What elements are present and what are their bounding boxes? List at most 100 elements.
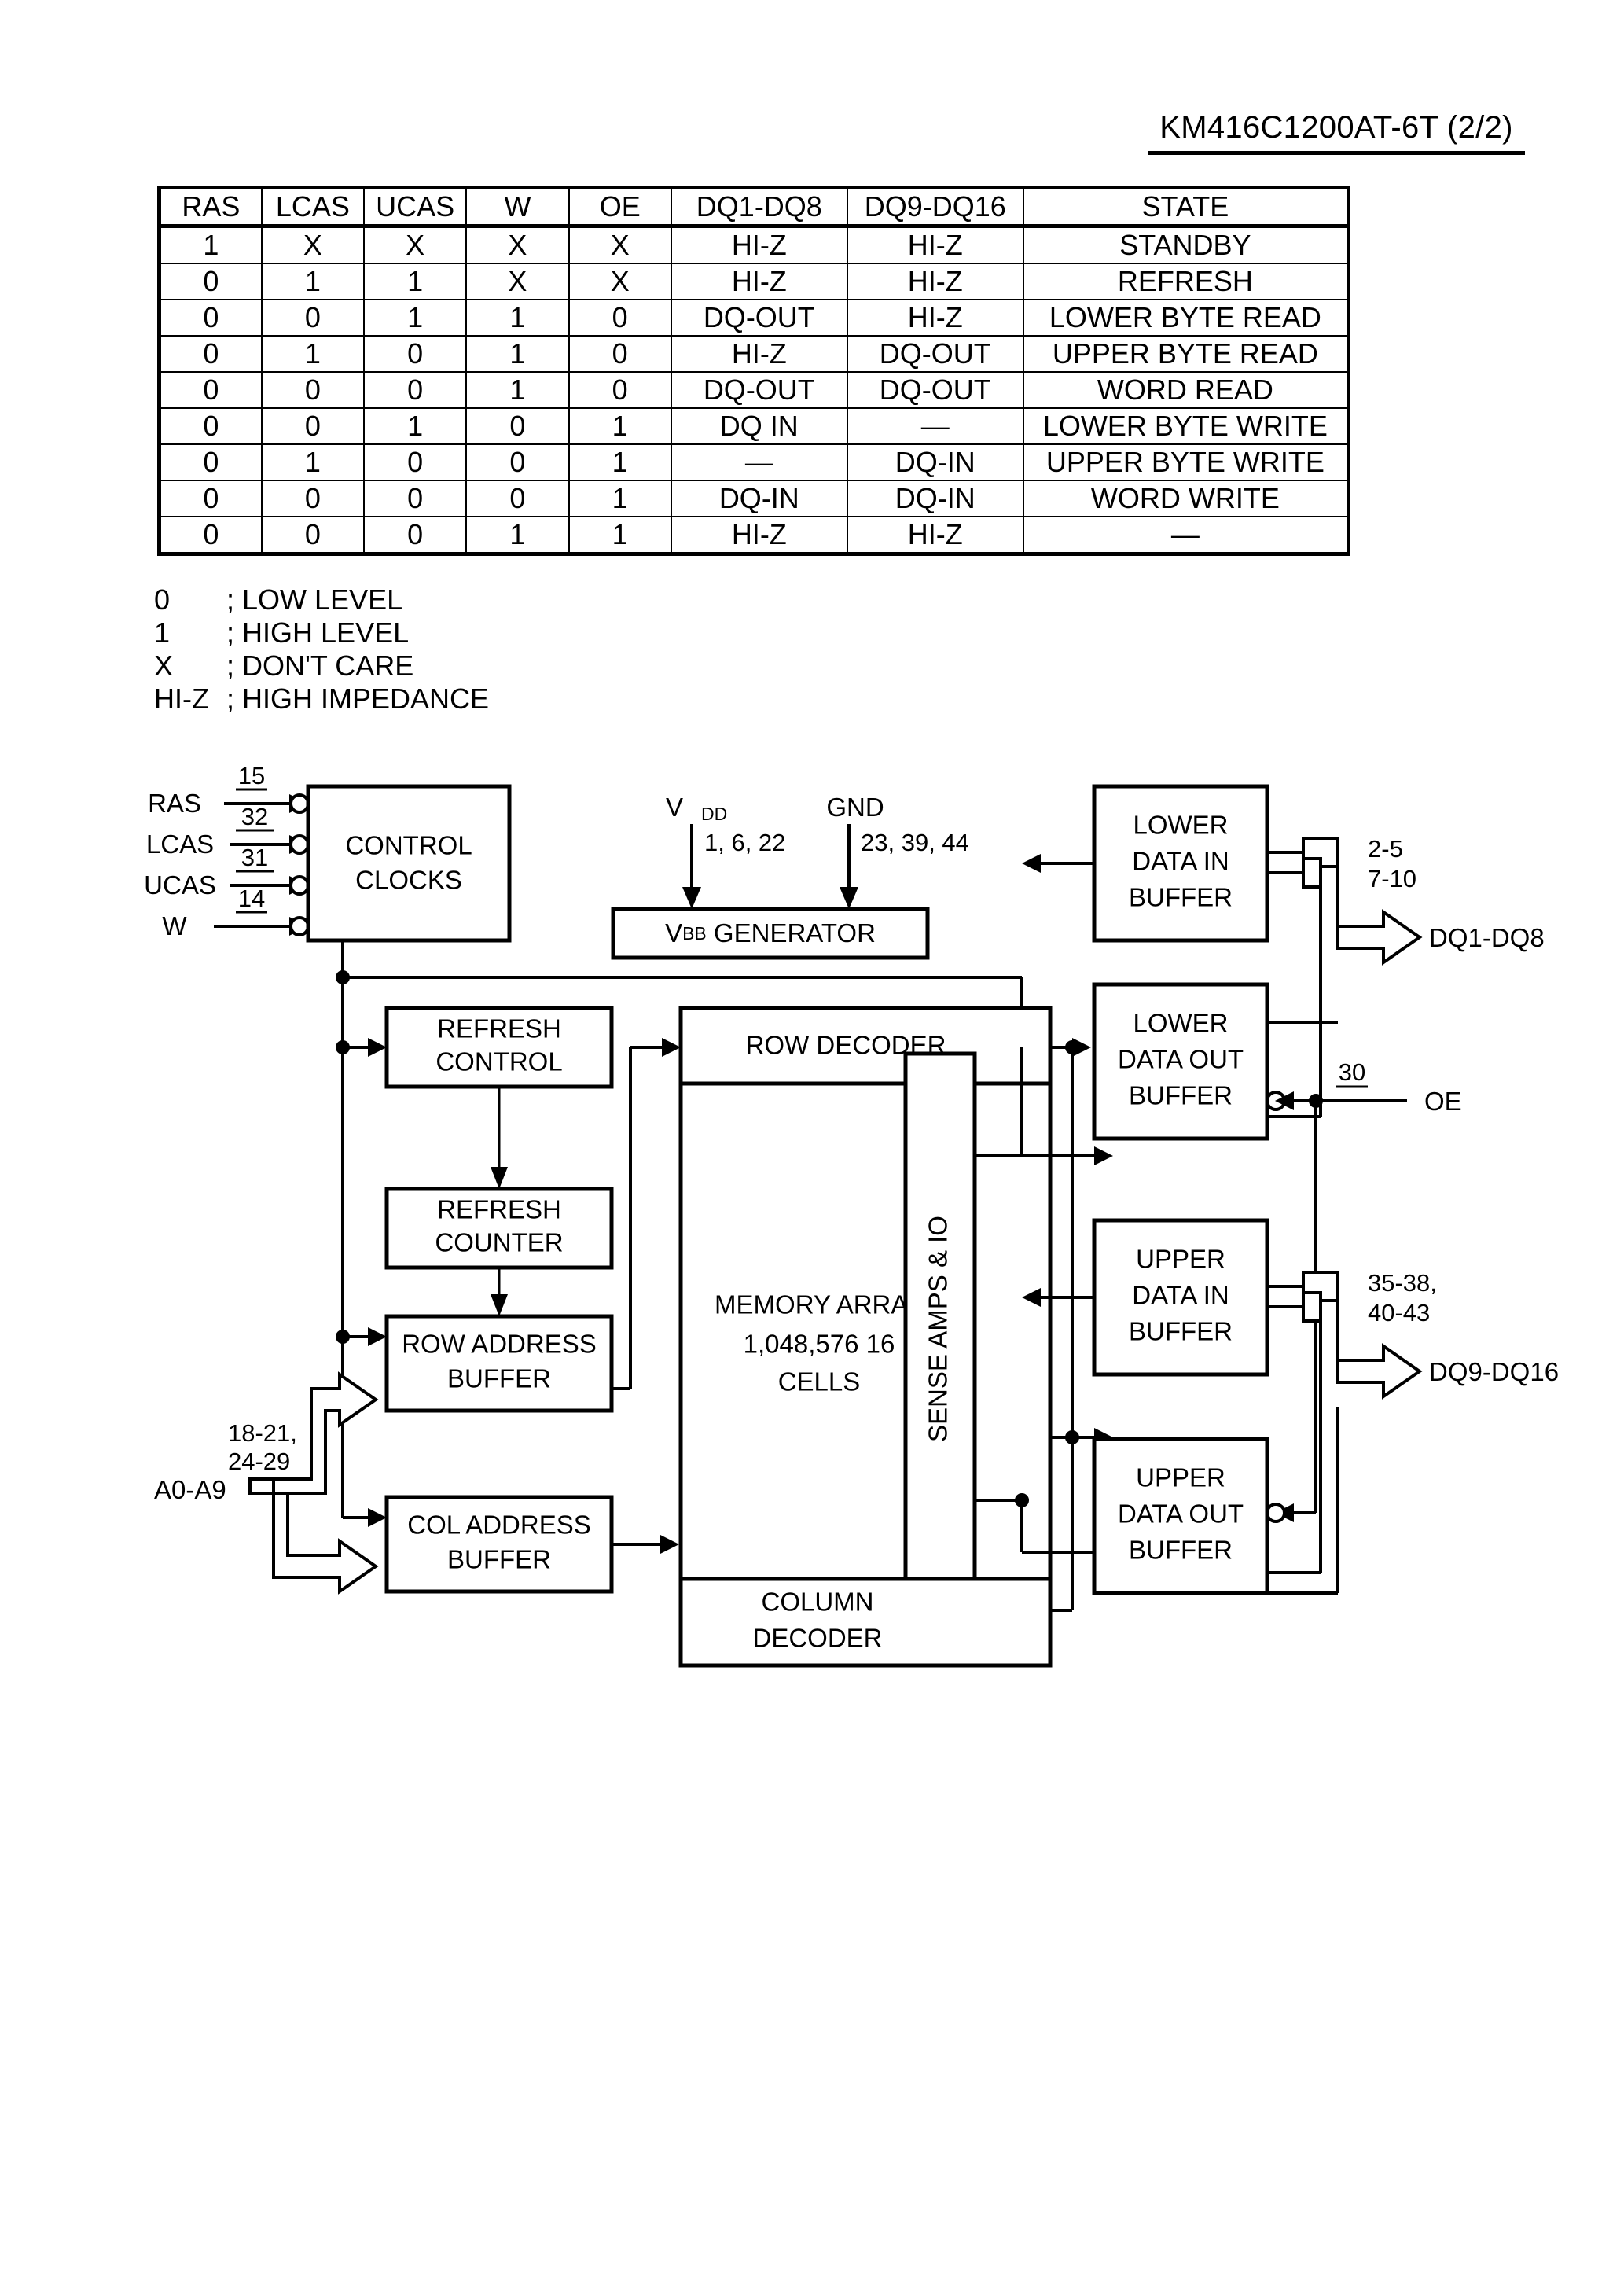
cell-ucas: 1: [363, 407, 468, 445]
cell-dq1-dq8: DQ-OUT: [670, 299, 848, 337]
cell-dq1-dq8: DQ-IN: [670, 480, 848, 517]
signal-label-w: W: [162, 911, 187, 940]
cell-ras: 0: [156, 407, 263, 445]
column-header-state: STATE: [1022, 186, 1350, 228]
block-label-lower-data-out-line2: DATA OUT: [1118, 1045, 1244, 1074]
signal-label-vdd-subscript: DD: [701, 804, 727, 824]
block-lower-data-out-buffer: [1092, 982, 1269, 1141]
block-row-address-buffer: [384, 1314, 614, 1413]
block-label-control-clocks-line2: CLOCKS: [355, 866, 462, 895]
cell-lcas: 0: [260, 299, 366, 337]
table-row: 1 X X X X HI-Z HI-Z STANDBY: [156, 225, 1350, 264]
cell-dq1-dq8: —: [670, 443, 848, 481]
block-label-lower-data-in-line3: BUFFER: [1129, 883, 1233, 912]
cell-ucas: 0: [363, 516, 468, 556]
legend-item-low: 0 ; LOW LEVEL: [154, 583, 489, 616]
cell-w: 0: [465, 480, 570, 517]
signal-label-lcas: LCAS: [146, 830, 214, 859]
block-label-upper-data-in-line3: BUFFER: [1129, 1317, 1233, 1346]
cell-dq1-dq8: DQ-OUT: [670, 371, 848, 409]
pin-number-oe: 30: [1339, 1058, 1365, 1086]
cell-w: X: [465, 225, 570, 264]
cell-ras: 0: [156, 443, 263, 481]
table-row: 0 0 1 1 0 DQ-OUT HI-Z LOWER BYTE READ: [156, 299, 1350, 337]
cell-dq9-dq16: HI-Z: [846, 263, 1024, 300]
block-label-upper-data-out-line1: UPPER: [1136, 1463, 1225, 1492]
pin-numbers-addr-line2: 24-29: [228, 1448, 290, 1475]
block-label-vbb-generator: VBB GENERATOR: [665, 918, 876, 947]
signal-label-oe: OE: [1424, 1087, 1462, 1116]
signal-label-vdd: V: [666, 793, 683, 822]
column-header-ucas: UCAS: [363, 186, 468, 228]
cell-ras: 0: [156, 299, 263, 337]
cell-ucas: 1: [363, 299, 468, 337]
block-label-col-address-buffer-line1: COL ADDRESS: [407, 1510, 591, 1540]
block-label-col-address-buffer-line2: BUFFER: [447, 1545, 551, 1574]
block-label-refresh-control-line1: REFRESH: [437, 1014, 561, 1043]
cell-lcas: 1: [260, 443, 366, 481]
cell-w: 1: [465, 299, 570, 337]
block-label-lower-data-in-line2: DATA IN: [1132, 847, 1229, 876]
cell-state: WORD WRITE: [1022, 480, 1350, 517]
table-row: 0 0 0 1 1 HI-Z HI-Z —: [156, 516, 1350, 556]
block-label-refresh-counter-line1: REFRESH: [437, 1195, 561, 1224]
table-row: 0 1 0 0 1 — DQ-IN UPPER BYTE WRITE: [156, 443, 1350, 481]
cell-oe: 0: [568, 371, 672, 409]
cell-oe: X: [568, 225, 672, 264]
block-upper-data-in-buffer: [1092, 1218, 1269, 1377]
block-label-memory-array-line3: CELLS: [778, 1367, 861, 1396]
table-header-row: RAS LCAS UCAS W OE DQ1-DQ8 DQ9-DQ16 STAT…: [156, 186, 1350, 228]
pin-number-lcas: 32: [241, 803, 268, 830]
cell-state: LOWER BYTE WRITE: [1022, 407, 1350, 445]
pin-numbers-addr-line1: 18-21,: [228, 1419, 297, 1447]
signal-label-ucas: UCAS: [144, 870, 216, 900]
column-header-ras: RAS: [156, 186, 263, 228]
cell-state: STANDBY: [1022, 225, 1350, 264]
legend-item-hiz: HI-Z ; HIGH IMPEDANCE: [154, 683, 489, 716]
cell-ras: 0: [156, 480, 263, 517]
column-header-w: W: [465, 186, 570, 228]
cell-ucas: 0: [363, 371, 468, 409]
pin-number-ucas: 31: [241, 844, 268, 871]
pin-numbers-dq-upper-line1: 35-38,: [1368, 1269, 1437, 1297]
pin-numbers-vdd: 1, 6, 22: [704, 829, 785, 856]
block-control-clocks: [306, 784, 512, 943]
cell-state: UPPER BYTE READ: [1022, 335, 1350, 373]
block-label-column-decoder-line2: DECODER: [752, 1624, 882, 1653]
legend-symbol: 1: [154, 616, 171, 649]
block-refresh-counter: [384, 1187, 614, 1270]
signal-label-gnd: GND: [826, 793, 884, 822]
cell-lcas: 0: [260, 516, 366, 556]
cell-ras: 0: [156, 263, 263, 300]
cell-dq9-dq16: DQ-OUT: [846, 371, 1024, 409]
legend: 0 ; LOW LEVEL 1 ; HIGH LEVEL X ; DON'T C…: [154, 583, 489, 716]
cell-w: 0: [465, 407, 570, 445]
cell-ucas: 0: [363, 335, 468, 373]
pin-numbers-dq-lower-line2: 7-10: [1368, 865, 1416, 892]
column-header-dq1-dq8: DQ1-DQ8: [670, 186, 848, 228]
cell-dq1-dq8: HI-Z: [670, 516, 848, 556]
table-row: 0 1 1 X X HI-Z HI-Z REFRESH: [156, 263, 1350, 300]
cell-dq1-dq8: DQ IN: [670, 407, 848, 445]
cell-dq9-dq16: HI-Z: [846, 225, 1024, 264]
table-row: 0 0 1 0 1 DQ IN — LOWER BYTE WRITE: [156, 407, 1350, 445]
cell-lcas: 0: [260, 371, 366, 409]
operation-truth-table: RAS LCAS UCAS W OE DQ1-DQ8 DQ9-DQ16 STAT…: [156, 186, 1350, 556]
cell-ucas: 0: [363, 443, 468, 481]
cell-w: 1: [465, 516, 570, 556]
cell-ras: 0: [156, 335, 263, 373]
cell-ras: 0: [156, 516, 263, 556]
pin-numbers-dq-upper-line2: 40-43: [1368, 1299, 1430, 1326]
cell-state: —: [1022, 516, 1350, 556]
cell-ras: 0: [156, 371, 263, 409]
cell-state: REFRESH: [1022, 263, 1350, 300]
column-header-lcas: LCAS: [260, 186, 366, 228]
block-label-upper-data-out-line2: DATA OUT: [1118, 1499, 1244, 1529]
cell-dq1-dq8: HI-Z: [670, 335, 848, 373]
cell-w: X: [465, 263, 570, 300]
legend-item-high: 1 ; HIGH LEVEL: [154, 616, 489, 649]
legend-text: ; HIGH LEVEL: [226, 616, 410, 649]
cell-ucas: 1: [363, 263, 468, 300]
cell-dq9-dq16: DQ-OUT: [846, 335, 1024, 373]
